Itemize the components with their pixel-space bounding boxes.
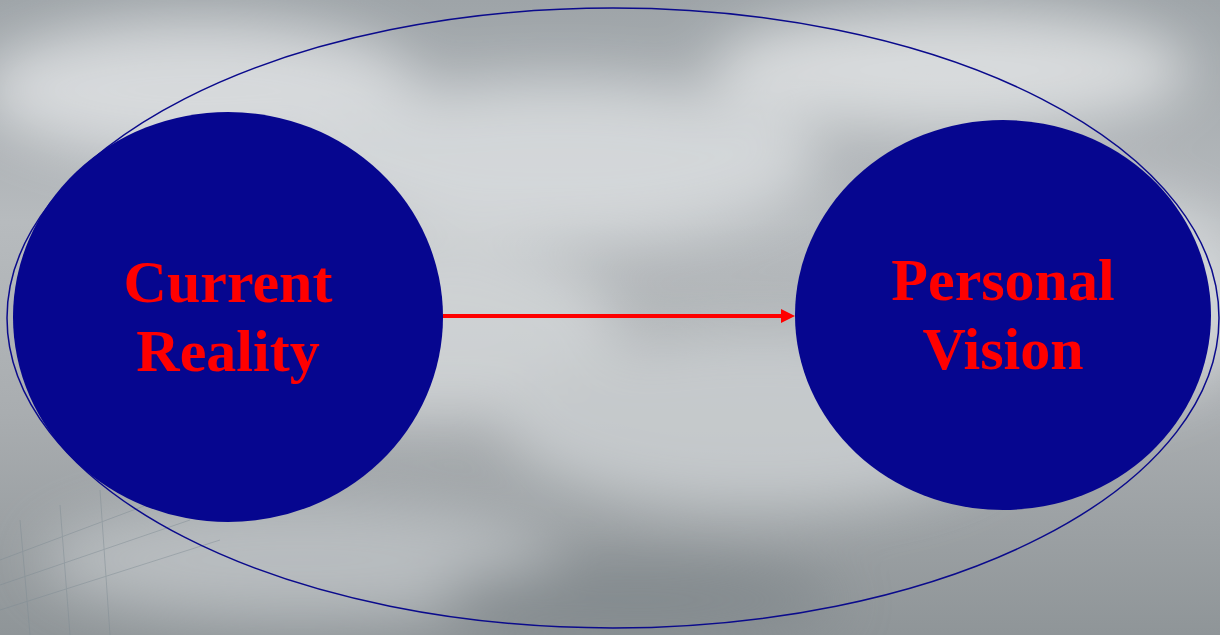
- circle-shape: [795, 120, 1211, 510]
- vision-circle: Current Reality: [13, 112, 443, 522]
- vision-circle: Personal Vision: [795, 120, 1211, 510]
- node-label: Current Reality: [83, 248, 373, 386]
- arrow-head: [781, 309, 795, 323]
- circle-shape: [13, 112, 443, 522]
- enclosing-ellipse: [7, 8, 1219, 628]
- text-stack: Personal Vision: [858, 246, 1148, 384]
- text-stack: Current Reality: [83, 248, 373, 386]
- node-label: Personal Vision: [858, 246, 1148, 384]
- circle-fill: [795, 120, 1211, 510]
- clouds: [0, 10, 1220, 635]
- arrow-line: [443, 314, 781, 318]
- circle-fill: [13, 112, 443, 522]
- arrow-connector: [443, 309, 795, 323]
